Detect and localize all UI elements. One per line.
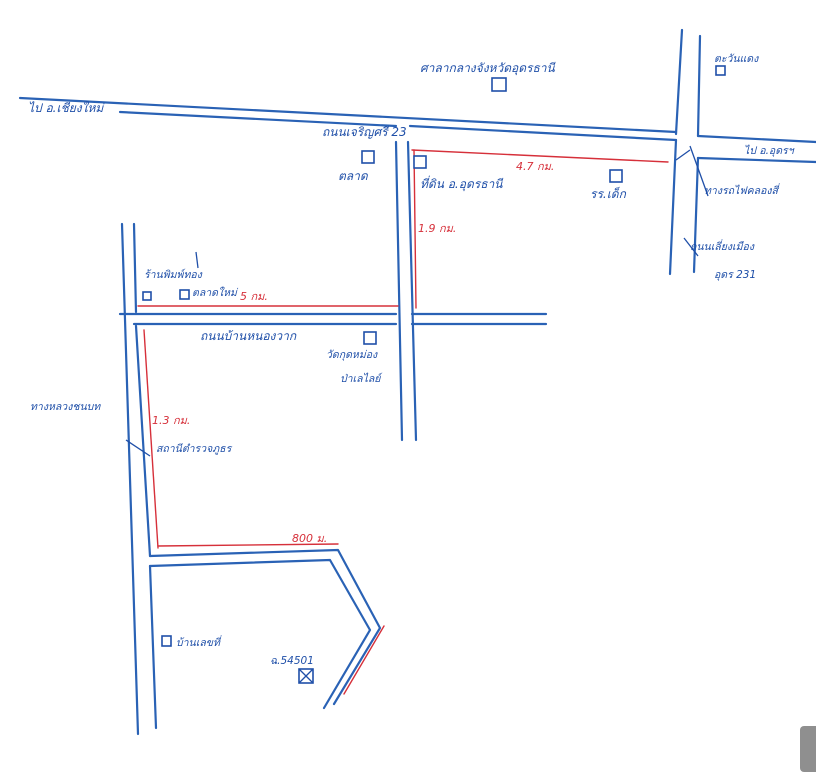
dimension-top-road [411,149,669,163]
label-railway: ทางรถไฟคลองสี่ [704,183,780,197]
left-road-inner-bottom [134,324,152,558]
landmarks [125,65,726,684]
highway-pointer [683,237,699,257]
north-east-road-right [696,34,702,138]
label-temple-mid: วัดกุดหม่อง [326,349,378,361]
district-office-marker [491,77,507,92]
label-shop-left: ร้านพิมพ์ทอง [144,268,203,281]
left-road-outer [120,222,140,736]
land-plot-icon [298,668,314,684]
temple-ne-marker [715,65,726,76]
distance-vertical-right: 1.9 กม. [418,222,456,235]
label-market: ตลาด [338,169,369,183]
distance-bottom-road: 800 ม. [292,532,327,545]
label-land-plot: ฉ.54501 [270,655,314,667]
temple-mid-marker [363,331,377,345]
house-marker [161,635,172,647]
main-road-south-line [118,110,398,128]
east-road-top [696,134,816,144]
market-marker [361,150,375,164]
label-school: รร.เด็ก [590,186,627,201]
police-pointer [125,439,151,457]
scrollbar-handle[interactable] [800,726,816,772]
shop-left-marker [142,291,152,301]
school-marker [609,169,623,183]
shop-pointer [195,251,199,269]
central-road-left [394,140,404,442]
label-temple-ne: ตะวันแดง [714,53,759,65]
place-labels: ไป อ.เชียงใหม่ ศาลากลางจังหวัดอุดรธานี ถ… [28,53,795,667]
bottom-road-bottom [148,558,372,710]
highway-road-right [692,156,700,274]
distance-vertical-left: 1.3 กม. [152,414,190,427]
label-police: สถานีตำรวจภูธร [156,443,233,455]
label-main-road: ถนนเจริญศรี 23 [322,125,407,139]
label-road-mid: ถนนบ้านหนองวาก [200,329,297,343]
label-highway: ถนนเลี่ยงเมือง [690,239,755,253]
dimension-plot-side [343,625,385,695]
label-road-left: ทางหลวงชนบท [30,401,101,413]
main-road-north-line [18,96,678,134]
dimension-bottom-road [157,543,339,547]
label-to-amphoe-west: ไป อ.เชียงใหม่ [28,101,105,115]
north-east-road-left [674,28,684,136]
left-road-inner-top [132,222,138,314]
distance-top-road: 4.7 กม. [516,160,554,173]
land-office-marker [413,155,427,169]
bottom-road-top [148,548,382,706]
label-district-office: ศาลากลางจังหวัดอุดรธานี [420,61,556,76]
shop-right-marker [179,289,190,300]
main-road-south-line-east [408,124,678,142]
railway-pointer [689,145,709,197]
central-road-right [406,140,418,442]
east-road-bottom [696,156,816,164]
label-temple-mid-2: ป่าเลไลย์ [340,372,382,385]
highway-road-left [668,138,678,276]
railway-east-pointer [675,149,691,161]
left-road-inner-lower [148,564,158,730]
distance-markers: 4.7 กม. 1.9 กม. 5 กม. 1.3 กม. 800 ม. [137,149,669,695]
dimension-vertical-left [143,329,159,549]
label-land-office: ที่ดิน อ.อุดรธานี [420,175,504,192]
label-highway-number: อุดร 231 [714,269,756,281]
distance-middle-road: 5 กม. [240,290,268,303]
label-to-amphoe-east: ไป อ.อุดรฯ [744,144,795,157]
dimension-vertical-right [413,149,417,309]
label-shop-right: ตลาดใหม่ [192,286,239,299]
label-house: บ้านเลขที่ [176,635,222,649]
roads [18,28,816,736]
